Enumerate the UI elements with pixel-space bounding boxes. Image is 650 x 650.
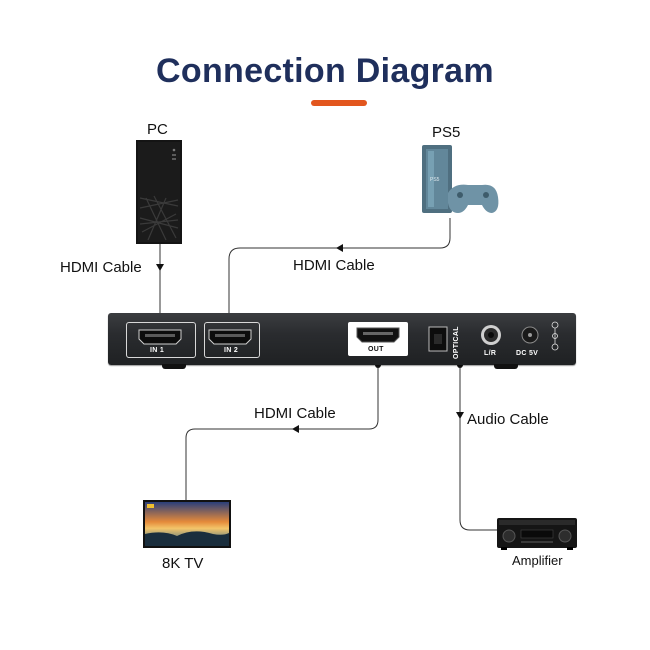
dc-label: DC 5V xyxy=(516,350,539,357)
dc-power-jack-icon xyxy=(521,326,539,344)
ps5-console-icon: PS5 xyxy=(422,145,499,213)
polarity-symbol-icon xyxy=(551,321,559,351)
tv-cable-line xyxy=(185,365,379,500)
out-hdmi-port-icon xyxy=(356,327,400,343)
diagram-title: Connection Diagram xyxy=(156,52,494,90)
amplifier-icon xyxy=(497,518,577,550)
lr-audio-jack-icon xyxy=(481,325,501,345)
pc-tower-icon xyxy=(136,140,182,244)
in1-hdmi-port-icon xyxy=(138,329,182,345)
amplifier-label: Amplifier xyxy=(512,553,563,568)
audio-cable-label: Audio Cable xyxy=(467,411,549,428)
in1-label: IN 1 xyxy=(150,347,165,354)
tv-cable-label: HDMI Cable xyxy=(254,405,336,422)
svg-text:PS5: PS5 xyxy=(430,177,440,183)
audio-cable-arrow xyxy=(456,412,464,419)
optical-port-icon xyxy=(428,326,448,352)
hdmi-switcher: IN 1 IN 2 OUT OPTICAL L/R DC 5V xyxy=(108,313,576,365)
pc-cable-label: HDMI Cable xyxy=(60,259,142,276)
lr-label: L/R xyxy=(484,350,497,357)
switcher-foot-left xyxy=(162,364,186,369)
in2-port-frame xyxy=(204,322,260,358)
tv-icon xyxy=(143,500,231,548)
in2-label: IN 2 xyxy=(224,347,239,354)
in1-port-frame xyxy=(126,322,196,358)
ps5-cable-arrow xyxy=(336,244,343,252)
out-label: OUT xyxy=(368,346,384,353)
switcher-foot-right xyxy=(494,364,518,369)
pc-cable-arrow xyxy=(156,264,164,271)
title-underline xyxy=(311,100,367,106)
audio-cable-line xyxy=(459,365,497,531)
pc-label: PC xyxy=(147,121,168,138)
tv-label: 8K TV xyxy=(162,555,204,572)
in2-hdmi-port-icon xyxy=(208,329,252,345)
ps5-label: PS5 xyxy=(432,124,461,141)
tv-cable-arrow xyxy=(292,425,299,433)
optical-label: OPTICAL xyxy=(453,326,460,359)
ps5-cable-label: HDMI Cable xyxy=(293,257,375,274)
